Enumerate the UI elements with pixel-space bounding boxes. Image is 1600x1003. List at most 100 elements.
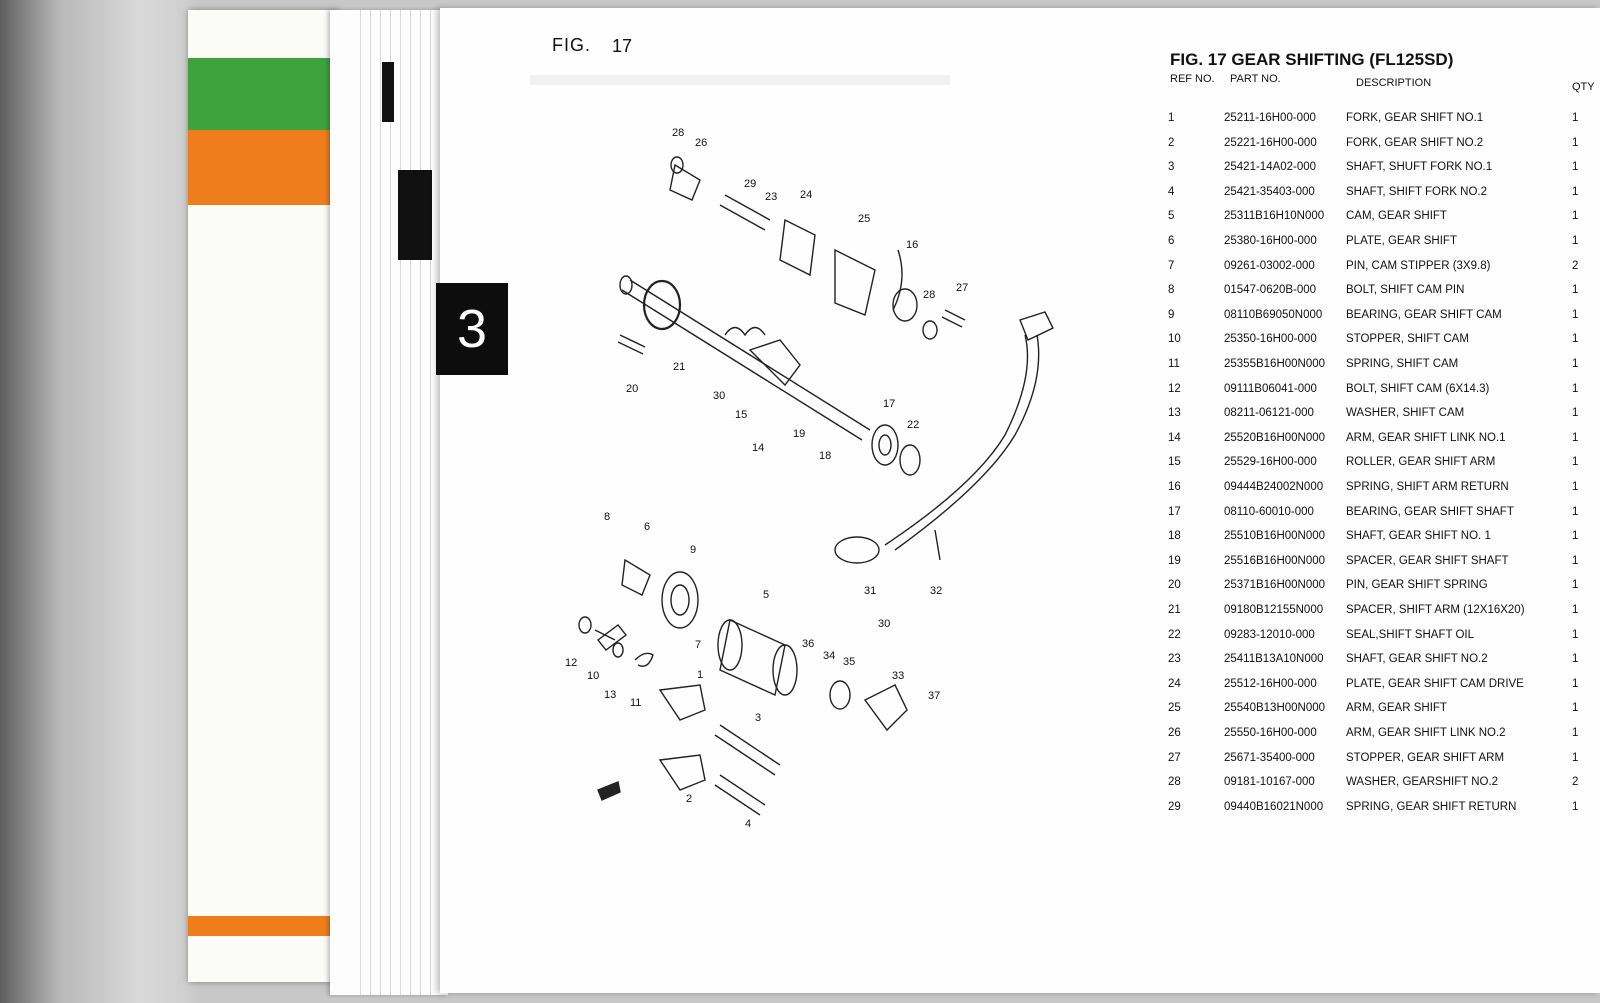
callout: 20 xyxy=(626,383,638,395)
ref-cell: 26 xyxy=(1168,727,1181,739)
ref-cell: 27 xyxy=(1168,751,1181,764)
part-number-cell: 09111B06041-000 xyxy=(1224,382,1317,395)
ref-cell: 10 xyxy=(1168,333,1181,346)
part-number-cell: 25510B16H00N000 xyxy=(1224,530,1326,543)
description-cell: PLATE, GEAR SHIFT CAM DRIVE xyxy=(1346,677,1524,690)
description-cell: ARM, GEAR SHIFT LINK NO.2 xyxy=(1346,727,1506,739)
callout: 24 xyxy=(800,189,812,201)
qty-cell: 1 xyxy=(1572,727,1579,739)
ref-cell: 25 xyxy=(1168,702,1181,715)
callout: 9 xyxy=(690,544,696,556)
description-cell: FORK, GEAR SHIFT NO.1 xyxy=(1346,112,1484,124)
part-number-cell: 25512-16H00-000 xyxy=(1224,677,1317,690)
qty-cell: 2 xyxy=(1572,259,1579,272)
ref-cell: 19 xyxy=(1168,554,1181,567)
description-cell: SHAFT, SHIFT FORK NO.2 xyxy=(1346,185,1487,198)
gear-shift-shaft-drawing xyxy=(617,156,966,476)
orange-stripe-bottom xyxy=(188,916,336,936)
callout: 4 xyxy=(745,818,751,830)
callout: 32 xyxy=(930,585,942,597)
description-cell: SPRING, SHIFT CAM xyxy=(1346,358,1459,370)
part-number-cell: 25671-35400-000 xyxy=(1224,751,1315,764)
part-number-cell: 25211-16H00-000 xyxy=(1224,112,1316,124)
callout: 2 xyxy=(686,793,692,805)
ref-cell: 3 xyxy=(1168,161,1175,174)
part-number-cell: 25540B13H00N000 xyxy=(1224,702,1326,715)
qty-cell: 1 xyxy=(1572,800,1579,813)
callout: 28 xyxy=(672,127,684,139)
part-number-cell: 25221-16H00-000 xyxy=(1224,136,1317,149)
qty-cell: 1 xyxy=(1572,604,1579,616)
callout: 14 xyxy=(752,442,764,454)
callout: 31 xyxy=(864,585,876,597)
description-cell: ROLLER, GEAR SHIFT ARM xyxy=(1346,456,1496,469)
part-number-cell: 25421-35403-000 xyxy=(1224,185,1315,198)
gear-shift-pedal-drawing xyxy=(834,311,1054,564)
callout: 26 xyxy=(695,137,707,149)
qty-cell: 1 xyxy=(1572,579,1579,592)
ref-cell: 1 xyxy=(1168,112,1175,124)
callout: 18 xyxy=(819,450,831,462)
description-cell: PLATE, GEAR SHIFT xyxy=(1346,235,1457,247)
section-tab[interactable]: 3 xyxy=(436,283,508,375)
qty-cell: 1 xyxy=(1572,333,1579,346)
description-cell: SPRING, SHIFT ARM RETURN xyxy=(1346,481,1509,493)
callout: 21 xyxy=(673,361,685,373)
description-cell: BEARING, GEAR SHIFT SHAFT xyxy=(1346,505,1514,518)
part-number-cell: 25520B16H00N000 xyxy=(1224,431,1326,444)
callout: 7 xyxy=(695,639,701,651)
description-cell: BEARING, GEAR SHIFT CAM xyxy=(1346,308,1502,321)
part-number-cell: 09440B16021N000 xyxy=(1224,800,1324,813)
qty-cell: 1 xyxy=(1572,751,1579,764)
description-cell: FORK, GEAR SHIFT NO.2 xyxy=(1346,136,1484,149)
qty-cell: 1 xyxy=(1572,677,1579,690)
callout: 25 xyxy=(858,213,870,225)
ref-cell: 18 xyxy=(1168,530,1181,543)
part-number-cell: 25311B16H10N000 xyxy=(1224,210,1325,223)
callout: 33 xyxy=(892,670,904,682)
part-number-cell: 09261-03002-000 xyxy=(1224,259,1315,272)
ref-cell: 6 xyxy=(1168,235,1175,247)
callout: 6 xyxy=(644,521,650,533)
qty-cell: 1 xyxy=(1572,530,1579,543)
qty-cell: 1 xyxy=(1572,161,1579,174)
part-number-cell: 25421-14A02-000 xyxy=(1224,161,1317,174)
part-number-cell: 09181-10167-000 xyxy=(1224,776,1315,789)
col-part-header: PART NO. xyxy=(1230,73,1281,85)
ref-cell: 29 xyxy=(1168,800,1181,813)
callout: 30 xyxy=(713,390,725,402)
part-number-cell: 01547-0620B-000 xyxy=(1224,284,1317,297)
callout: 15 xyxy=(735,409,747,421)
qty-cell: 1 xyxy=(1572,702,1579,715)
description-cell: SHAFT, GEAR SHIFT NO. 1 xyxy=(1346,530,1491,543)
qty-cell: 1 xyxy=(1572,481,1579,493)
qty-cell: 1 xyxy=(1572,136,1579,149)
qty-cell: 1 xyxy=(1572,112,1579,124)
ref-cell: 2 xyxy=(1168,136,1175,149)
description-cell: PIN, CAM STIPPER (3X9.8) xyxy=(1346,259,1491,272)
callout: 8 xyxy=(604,511,610,523)
ref-cell: 11 xyxy=(1168,358,1180,370)
callout: 17 xyxy=(883,398,895,410)
callout: 27 xyxy=(956,282,968,294)
exploded-diagram: 28 26 29 23 24 25 16 28 27 21 20 30 15 1… xyxy=(565,127,1054,830)
bleed-through xyxy=(530,75,950,85)
qty-cell: 1 xyxy=(1572,628,1579,641)
callout: 22 xyxy=(907,419,919,431)
ref-cell: 28 xyxy=(1168,776,1181,789)
description-cell: SEAL,SHIFT SHAFT OIL xyxy=(1346,628,1475,641)
qty-cell: 1 xyxy=(1572,235,1579,247)
callout: 5 xyxy=(763,589,769,601)
